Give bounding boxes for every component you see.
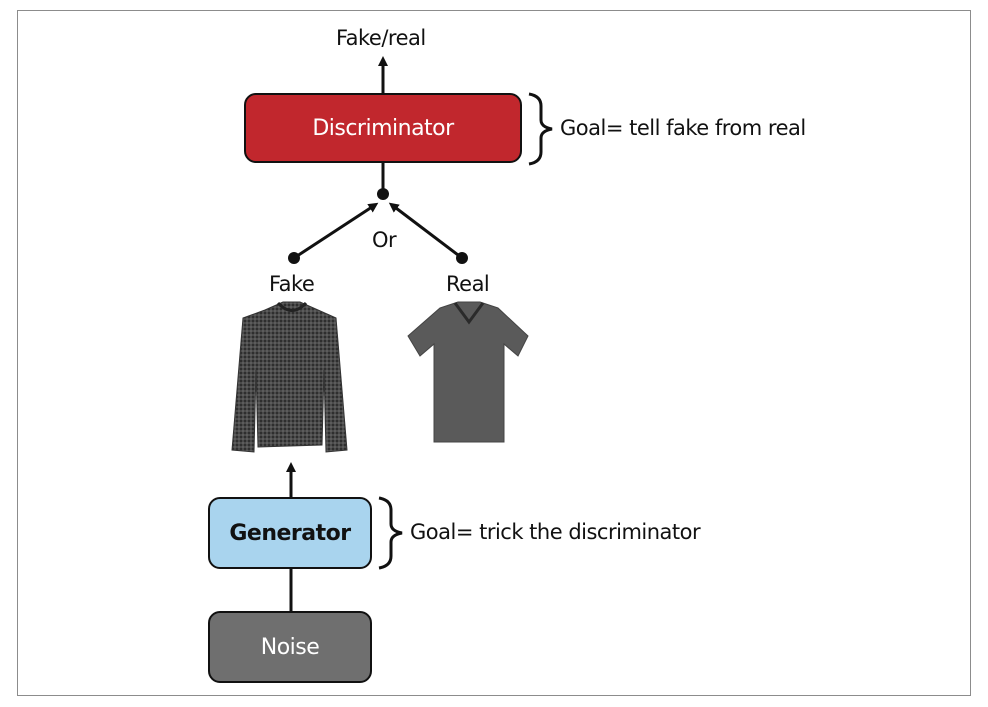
- generator-box: Generator: [208, 497, 372, 569]
- discriminator-goal-label: Goal= tell fake from real: [560, 116, 806, 140]
- fake-branch-arrow: [293, 202, 379, 260]
- real-label: Real: [446, 272, 490, 296]
- output-label: Fake/real: [336, 26, 426, 50]
- noise-box: Noise: [208, 611, 372, 683]
- discriminator-goal-brace: [528, 92, 553, 166]
- or-label: Or: [372, 228, 397, 252]
- combiner-dot: [377, 188, 389, 200]
- real-tshirt-icon: [407, 301, 529, 443]
- diagram-frame: [17, 10, 971, 696]
- generator-goal-brace: [378, 496, 403, 570]
- fake-label: Fake: [269, 272, 315, 296]
- fake-sweater-icon: [231, 301, 348, 453]
- generator-goal-label: Goal= trick the discriminator: [410, 520, 701, 544]
- discriminator-box: Discriminator: [244, 93, 522, 163]
- real-branch-arrow: [388, 202, 463, 260]
